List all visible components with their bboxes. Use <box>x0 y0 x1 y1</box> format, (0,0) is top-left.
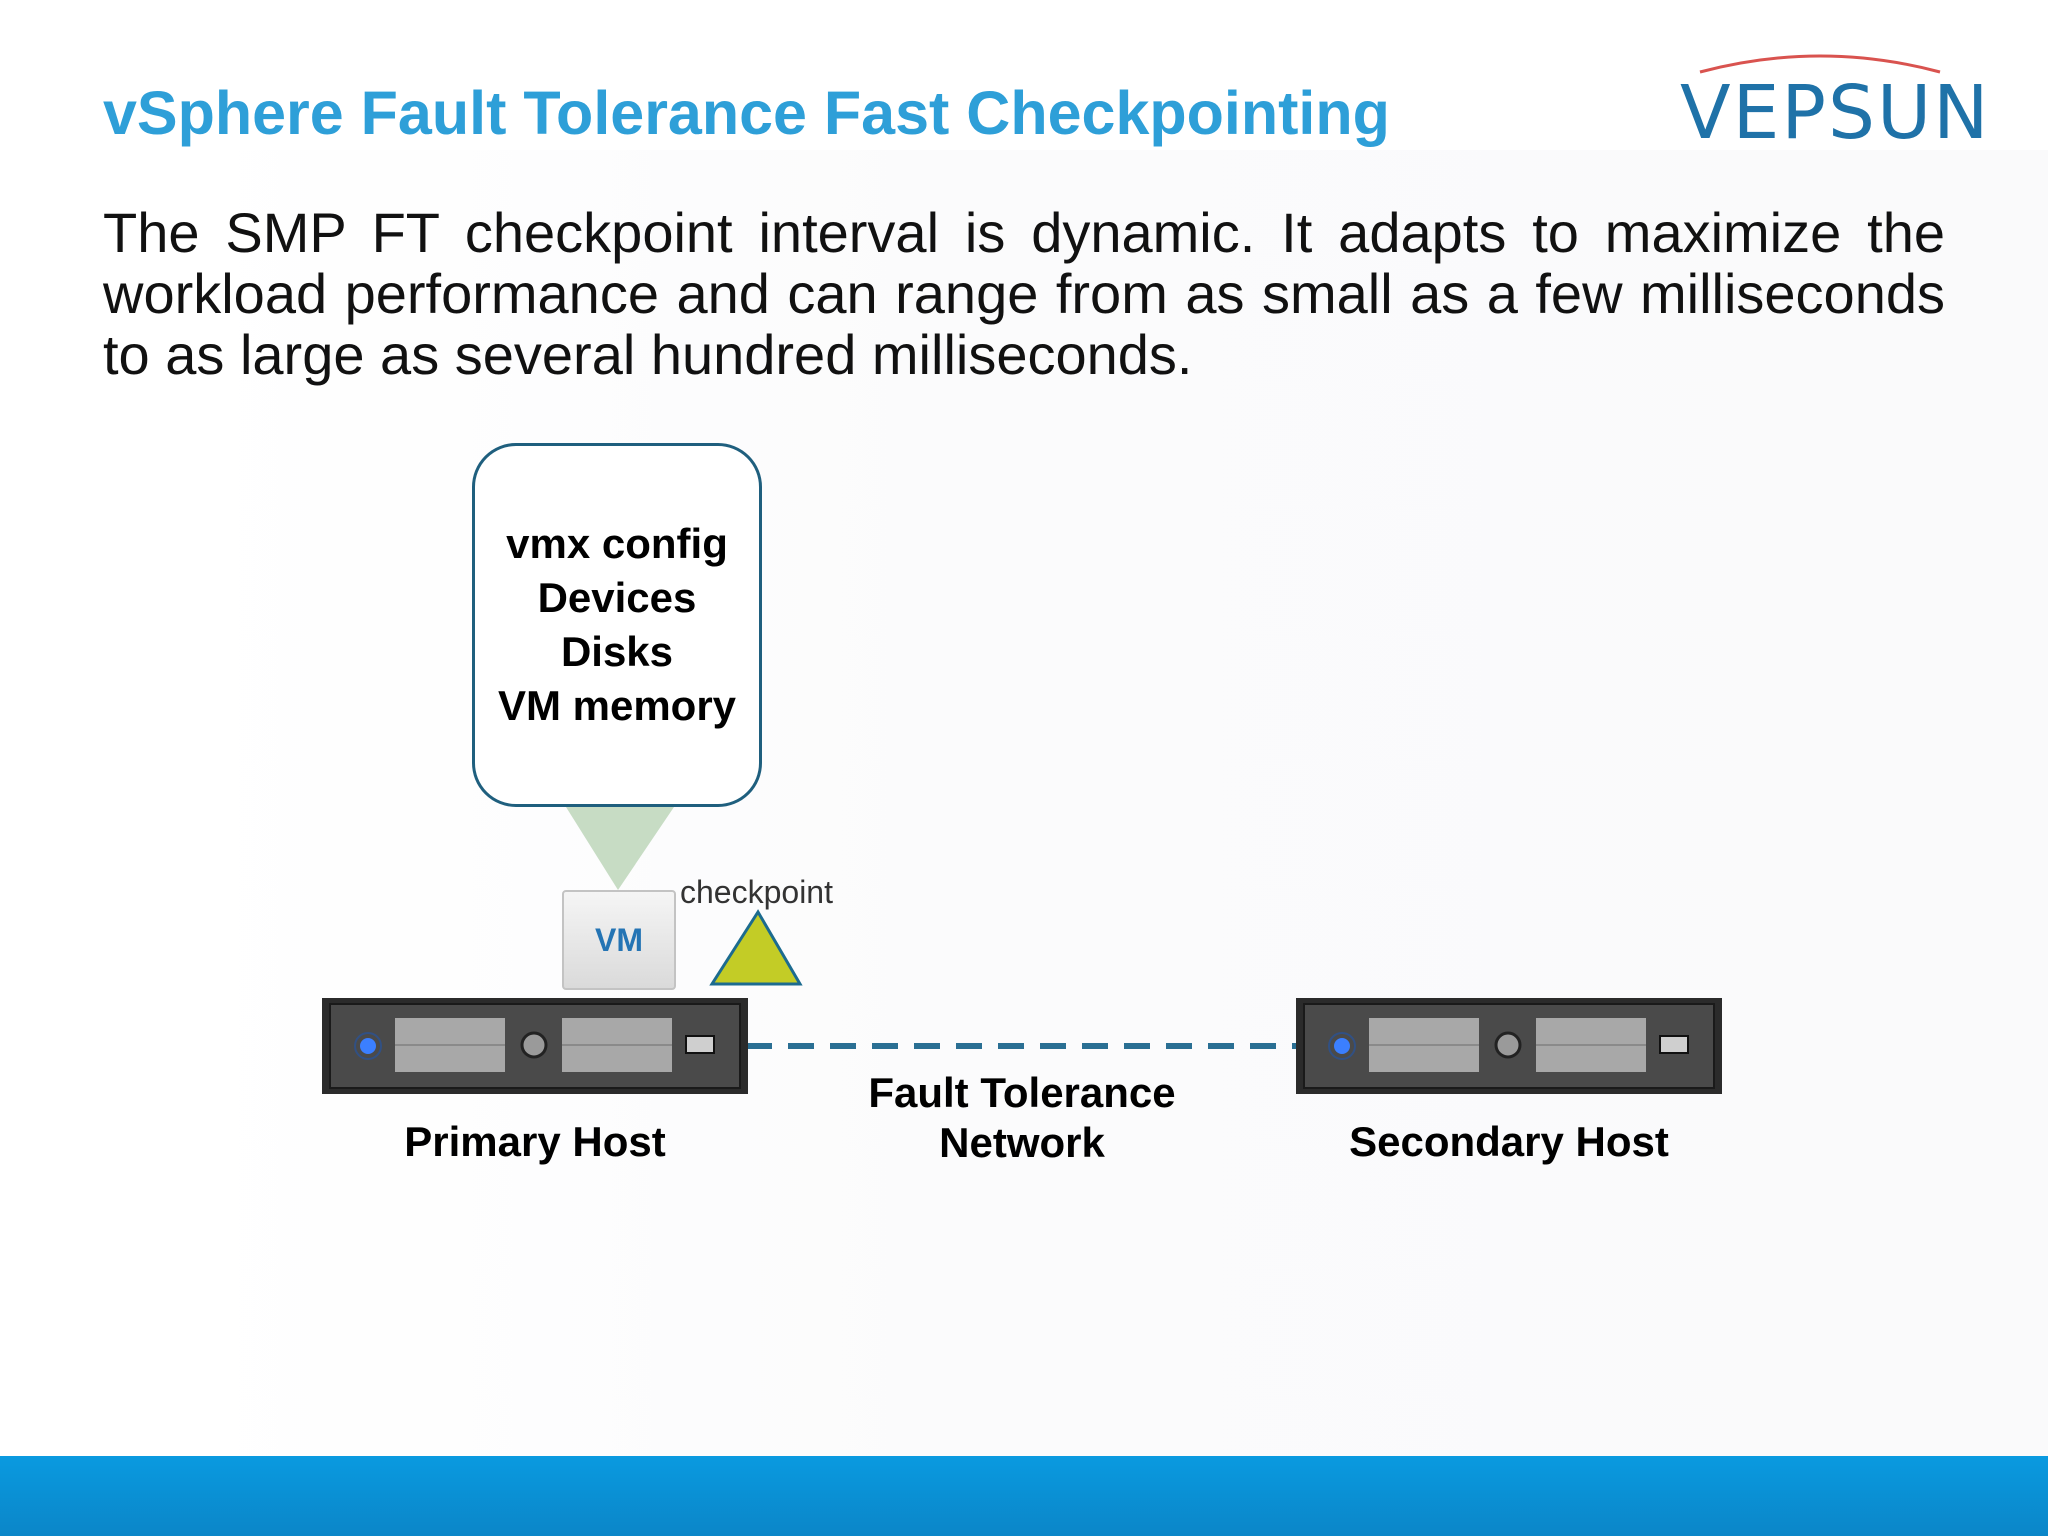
callout-pointer <box>566 807 674 890</box>
vepsun-logo: VEPSUN <box>1670 48 1989 156</box>
callout-line-devices: Devices <box>537 574 697 621</box>
footer-bar <box>0 1456 2048 1536</box>
secondary-server-icon <box>1296 998 1722 1094</box>
network-label: Fault Tolerance Network <box>820 1068 1224 1168</box>
logo-text: VEPSUN <box>1680 70 1991 156</box>
checkpoint-label: checkpoint <box>680 874 833 910</box>
callout-line-disks: Disks <box>560 628 674 675</box>
network-label-line-2: Network <box>939 1119 1105 1166</box>
primary-server-icon <box>322 998 748 1094</box>
secondary-host-label: Secondary Host <box>1349 1118 1669 1165</box>
network-label-line-1: Fault Tolerance <box>868 1069 1176 1116</box>
body-paragraph: The SMP FT checkpoint interval is dynami… <box>103 201 1945 386</box>
callout-line-vm-memory: VM memory <box>497 682 737 729</box>
vm-state-callout: vmx config Devices Disks VM memory <box>472 443 762 807</box>
primary-host-label: Primary Host <box>404 1118 666 1165</box>
checkpoint-triangle-icon <box>709 909 803 986</box>
vm-box: VM <box>562 890 676 990</box>
callout-line-vmx-config: vmx config <box>506 520 728 567</box>
logo-arc-icon <box>1699 54 1941 74</box>
slide-title: vSphere Fault Tolerance Fast Checkpointi… <box>103 79 1390 147</box>
